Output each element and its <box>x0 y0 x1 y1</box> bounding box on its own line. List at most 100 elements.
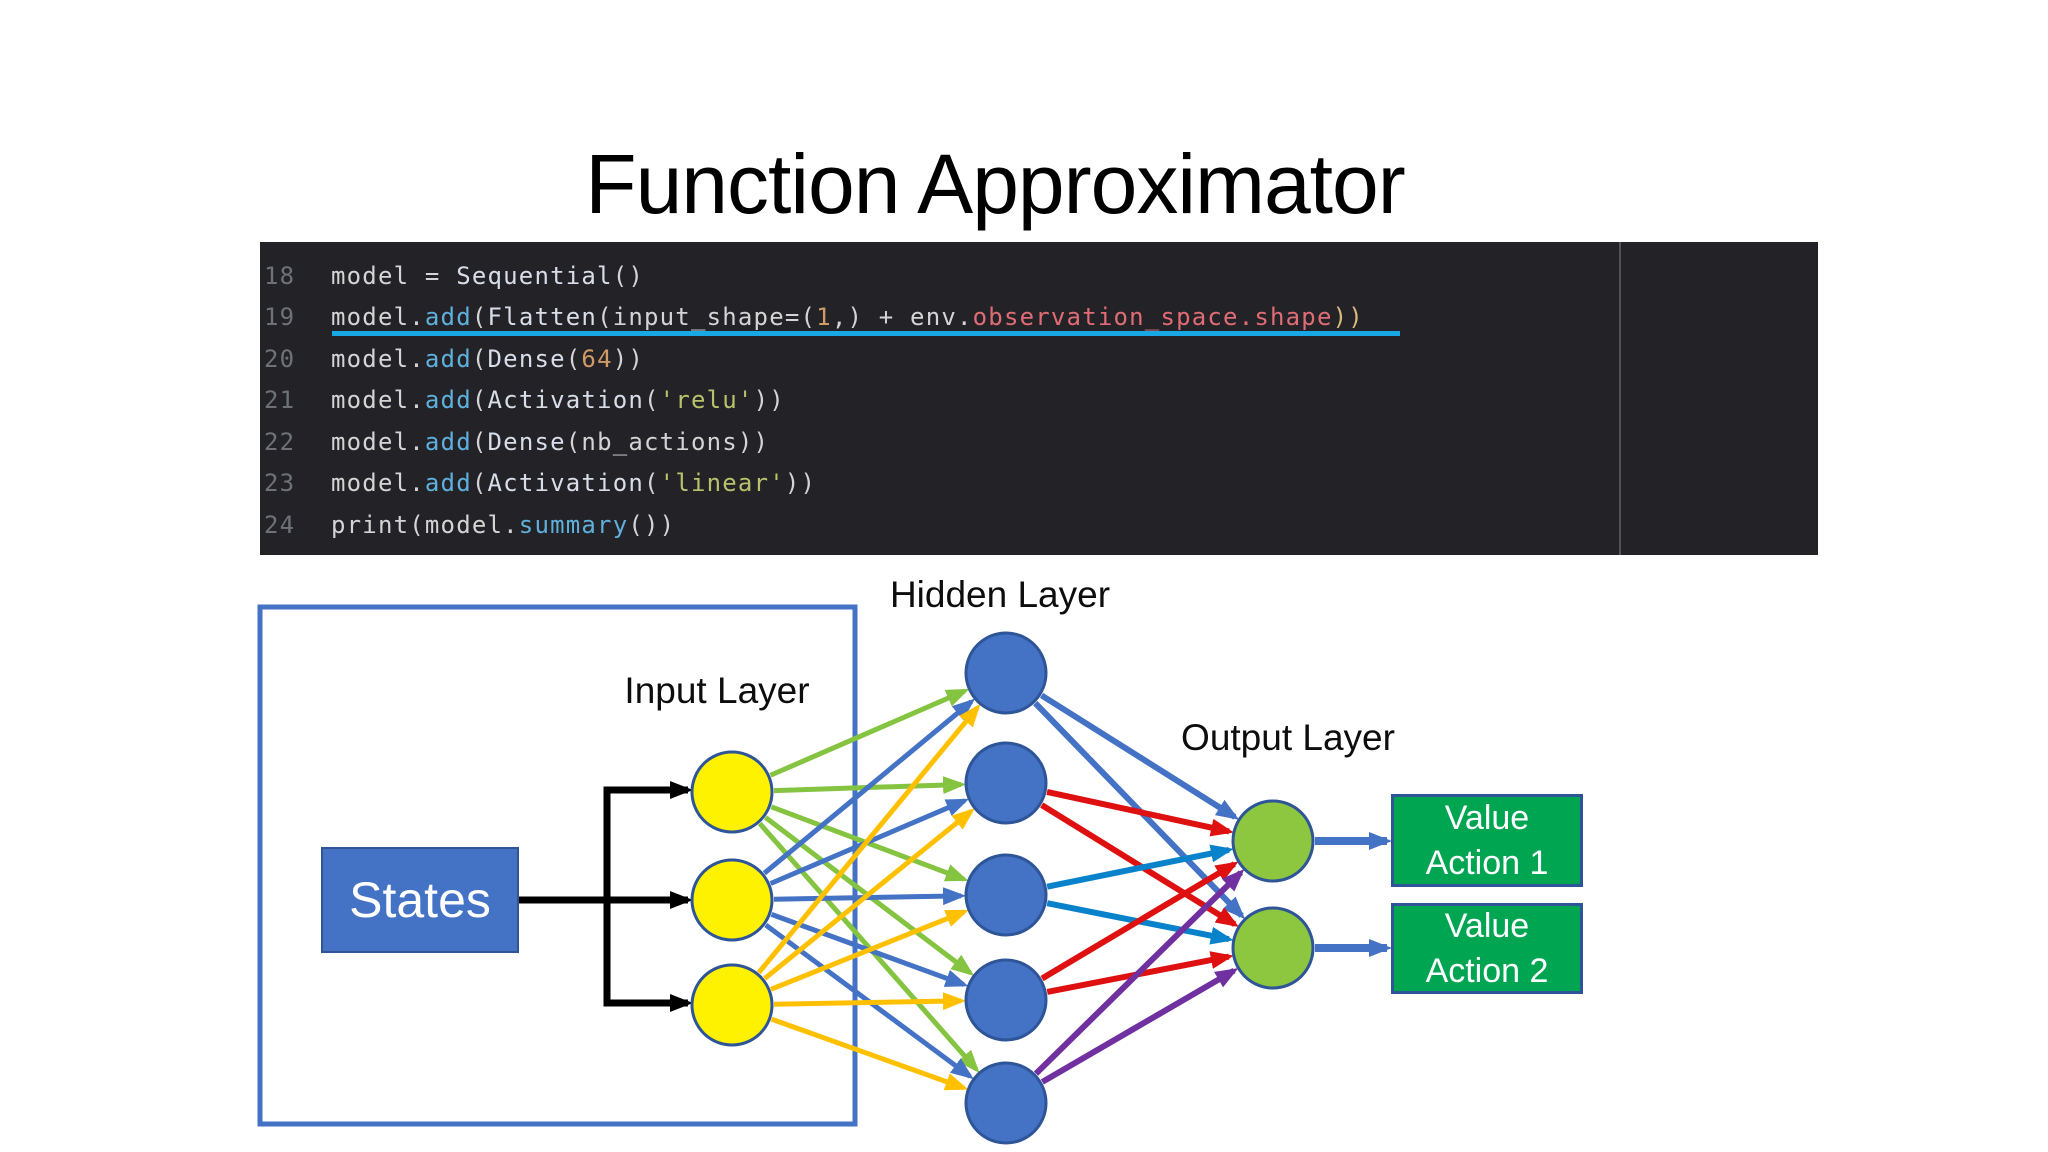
code-token: model <box>331 427 410 456</box>
code-token: Activation <box>487 386 645 415</box>
output-node-O1 <box>1231 799 1315 883</box>
line-19-underline <box>332 331 1400 336</box>
code-token: observation_space.shape <box>972 303 1333 332</box>
code-token: ( <box>471 303 488 332</box>
code-token: model <box>331 469 410 498</box>
edge-I1-H1 <box>769 688 970 778</box>
input-frame-box <box>257 604 858 1127</box>
edge-I3-H2 <box>763 808 975 981</box>
code-token: . <box>409 303 425 332</box>
edge-H1-O1 <box>1039 692 1240 820</box>
code-token: 1 <box>816 303 832 332</box>
input-node-I2 <box>690 858 774 942</box>
code-token: )) <box>753 386 785 415</box>
code-line: 24 print(model.summary()) <box>260 504 1818 546</box>
edge-I3-H5 <box>770 1016 969 1091</box>
code-token: add <box>424 344 472 373</box>
code-token: ()) <box>628 510 676 539</box>
hidden-node-H2 <box>964 741 1048 825</box>
line-number: 24 <box>264 510 296 539</box>
code-token: ( <box>471 469 488 498</box>
edge-I2-H1 <box>762 698 976 876</box>
code-line: 22 model.add(Dense(nb_actions)) <box>260 421 1818 463</box>
code-token: 'relu' <box>659 386 754 415</box>
code-token: ( <box>644 469 660 498</box>
value-action-1-line1: Value <box>1444 798 1530 837</box>
input-node-I1 <box>690 750 774 834</box>
code-token: model = <box>331 261 457 290</box>
line-number: 22 <box>264 427 296 456</box>
edge-H2-O1 <box>1046 788 1234 837</box>
code-token: 'linear' <box>659 469 785 498</box>
code-token: ( <box>565 344 582 373</box>
code-token: add <box>424 303 472 332</box>
output-layer-label: Output Layer <box>1181 717 1395 758</box>
code-token: ( <box>471 344 488 373</box>
code-token: (input_shape=( <box>597 303 817 332</box>
code-token: () <box>612 261 645 290</box>
code-token: )) <box>1332 303 1364 332</box>
code-token: Sequential <box>456 261 613 290</box>
code-line: 18 model = Sequential() <box>260 255 1818 297</box>
hidden-node-H3 <box>964 853 1048 937</box>
code-token: ,) + env. <box>831 303 973 332</box>
line-number: 19 <box>264 303 296 332</box>
value-action-2-line2: Action 2 <box>1425 951 1549 990</box>
code-token: (nb_actions)) <box>565 427 770 456</box>
value-action-1-box: Value Action 1 <box>1391 794 1583 887</box>
code-token: . <box>409 386 425 415</box>
edge-H5-O1 <box>1033 869 1245 1076</box>
code-token: 64 <box>581 344 613 373</box>
input-node-I3 <box>690 963 774 1047</box>
code-token: . <box>409 469 425 498</box>
line-number: 23 <box>264 469 296 498</box>
code-token: . <box>409 344 425 373</box>
code-token: model <box>331 386 410 415</box>
edge-H5-O2 <box>1040 967 1239 1085</box>
hidden-layer-label: Hidden Layer <box>889 574 1111 615</box>
code-token: . <box>409 427 425 456</box>
value-action-2-line1: Value <box>1444 906 1530 945</box>
value-action-1-line2: Action 1 <box>1425 843 1549 882</box>
code-token: print <box>331 510 410 539</box>
edge-I3-H3 <box>770 909 969 992</box>
editor-ruler-line <box>1619 242 1621 555</box>
code-token: Activation <box>487 469 645 498</box>
edge-I3-H4 <box>773 992 967 1011</box>
code-token: ( <box>644 386 660 415</box>
value-action-2-box: Value Action 2 <box>1391 903 1583 994</box>
hidden-node-H1 <box>964 631 1048 715</box>
code-token: Dense <box>487 427 566 456</box>
code-token: add <box>424 427 472 456</box>
code-token: model <box>331 344 410 373</box>
code-token: ( <box>471 386 488 415</box>
code-token: )) <box>784 469 817 498</box>
line-number: 20 <box>264 344 296 373</box>
hidden-node-H4 <box>964 958 1048 1042</box>
output-node-O2 <box>1231 906 1315 990</box>
input-layer-label: Input Layer <box>624 670 810 711</box>
states-box: States <box>321 847 519 953</box>
code-token: Dense <box>487 344 566 373</box>
code-token: model <box>331 303 410 332</box>
code-token: )) <box>612 344 645 373</box>
code-token: add <box>424 386 472 415</box>
edge-H4-O1 <box>1040 861 1239 982</box>
code-token: add <box>424 469 472 498</box>
edge-I3-H1 <box>756 703 981 975</box>
edge-I1-H5 <box>757 821 980 1073</box>
states-box-label: States <box>349 872 491 928</box>
edge-H2-O2 <box>1040 802 1239 927</box>
code-token: (model. <box>409 510 519 539</box>
line-number: 18 <box>264 261 296 290</box>
code-token: ( <box>471 427 488 456</box>
code-token: summary <box>518 510 629 539</box>
